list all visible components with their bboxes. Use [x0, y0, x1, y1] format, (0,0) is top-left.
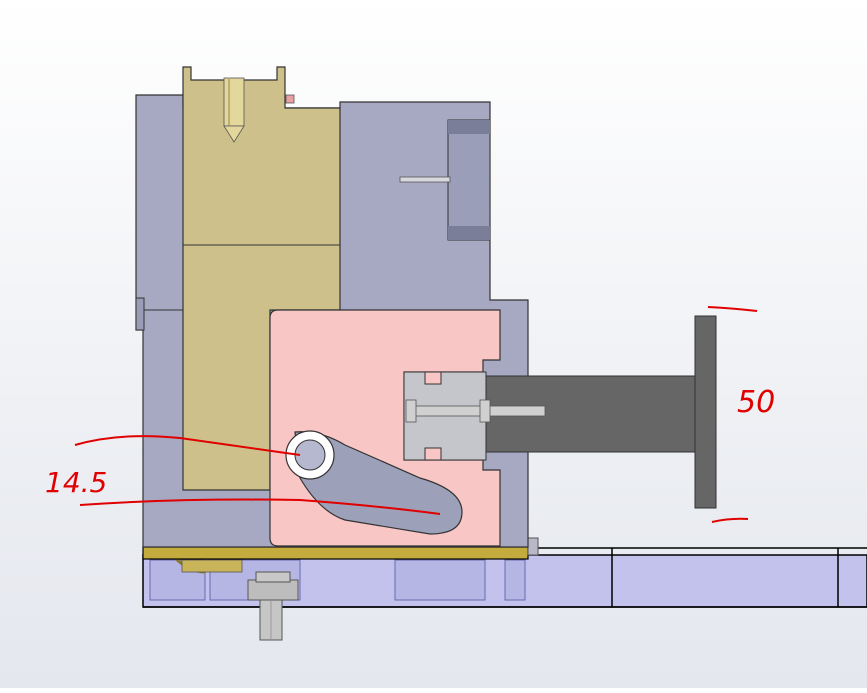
base-plate-pin [527, 537, 539, 556]
bottom-bolt [247, 571, 299, 641]
cam-lever [285, 430, 463, 535]
upper-right-cylinder [399, 119, 491, 241]
annotation-50: 50 [707, 306, 775, 523]
annotation-14-5: 14.5 [45, 435, 441, 515]
t-flange [694, 315, 717, 509]
dimension-label-14-5: 14.5 [45, 466, 107, 499]
dimension-label-50: 50 [737, 385, 775, 420]
base-plate [142, 546, 529, 560]
slider-block [403, 371, 697, 461]
